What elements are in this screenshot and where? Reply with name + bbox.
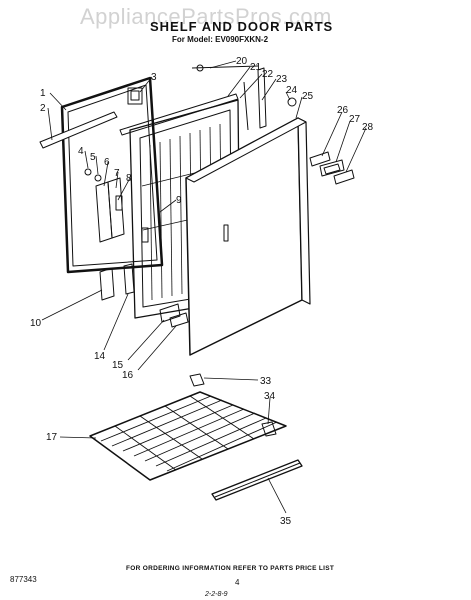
callout-label: 10 (30, 318, 42, 329)
door-handle (99, 267, 115, 301)
shelf-support-clips (189, 373, 277, 437)
handle-bracket (95, 177, 149, 243)
model-line: For Model: EV090FXKN-2 (172, 35, 269, 44)
callout-label: 1 (40, 88, 46, 99)
lower-hinge (159, 303, 189, 328)
date-code: 2-2-8-9 (205, 591, 228, 598)
callout-label: 20 (236, 56, 248, 67)
trim-strip (243, 67, 267, 131)
callout-label: 21 (250, 62, 262, 73)
callout-label: 34 (264, 391, 276, 402)
wire-shelf (89, 391, 287, 481)
diagram-title: SHELF AND DOOR PARTS (150, 19, 334, 34)
callout-label: 35 (280, 516, 292, 527)
callout-leader-lines (41, 60, 367, 514)
callout-label: 15 (112, 360, 124, 371)
callout-label: 4 (78, 146, 84, 157)
callout-label: 28 (362, 122, 374, 133)
callout-labels: 1 2 3 4 5 6 7 8 9 10 14 15 16 17 20 21 2… (30, 56, 374, 527)
callout-label: 6 (104, 157, 110, 168)
callout-label: 17 (46, 432, 58, 443)
callout-label: 23 (276, 74, 288, 85)
door-handle-insert (123, 263, 135, 295)
callout-label: 2 (40, 103, 46, 114)
callout-label: 25 (302, 91, 314, 102)
callout-label: 33 (260, 376, 272, 387)
callout-label: 5 (90, 152, 96, 163)
callout-label: 7 (114, 168, 120, 179)
callout-label: 24 (286, 85, 298, 96)
door-screw (287, 97, 297, 107)
callout-label: 16 (122, 370, 134, 381)
watermark: AppliancePartsPros.com (80, 4, 332, 29)
callout-label: 26 (337, 105, 349, 116)
door-gasket (60, 76, 164, 274)
shelf-rail (211, 459, 303, 501)
page-number: 4 (235, 578, 240, 587)
callout-label: 3 (151, 72, 157, 83)
hinge (127, 87, 143, 105)
callout-label: 22 (262, 69, 274, 80)
breaker-strip (39, 111, 118, 149)
callout-label: 27 (349, 114, 361, 125)
callout-label: 9 (176, 195, 182, 206)
ordering-note: FOR ORDERING INFORMATION REFER TO PARTS … (126, 565, 335, 572)
door-top-rails (119, 64, 259, 136)
screw-group (84, 168, 102, 182)
document-number: 877343 (10, 575, 37, 584)
outer-door-panel (185, 117, 311, 356)
callout-label: 14 (94, 351, 106, 362)
callout-label: 8 (126, 173, 132, 184)
